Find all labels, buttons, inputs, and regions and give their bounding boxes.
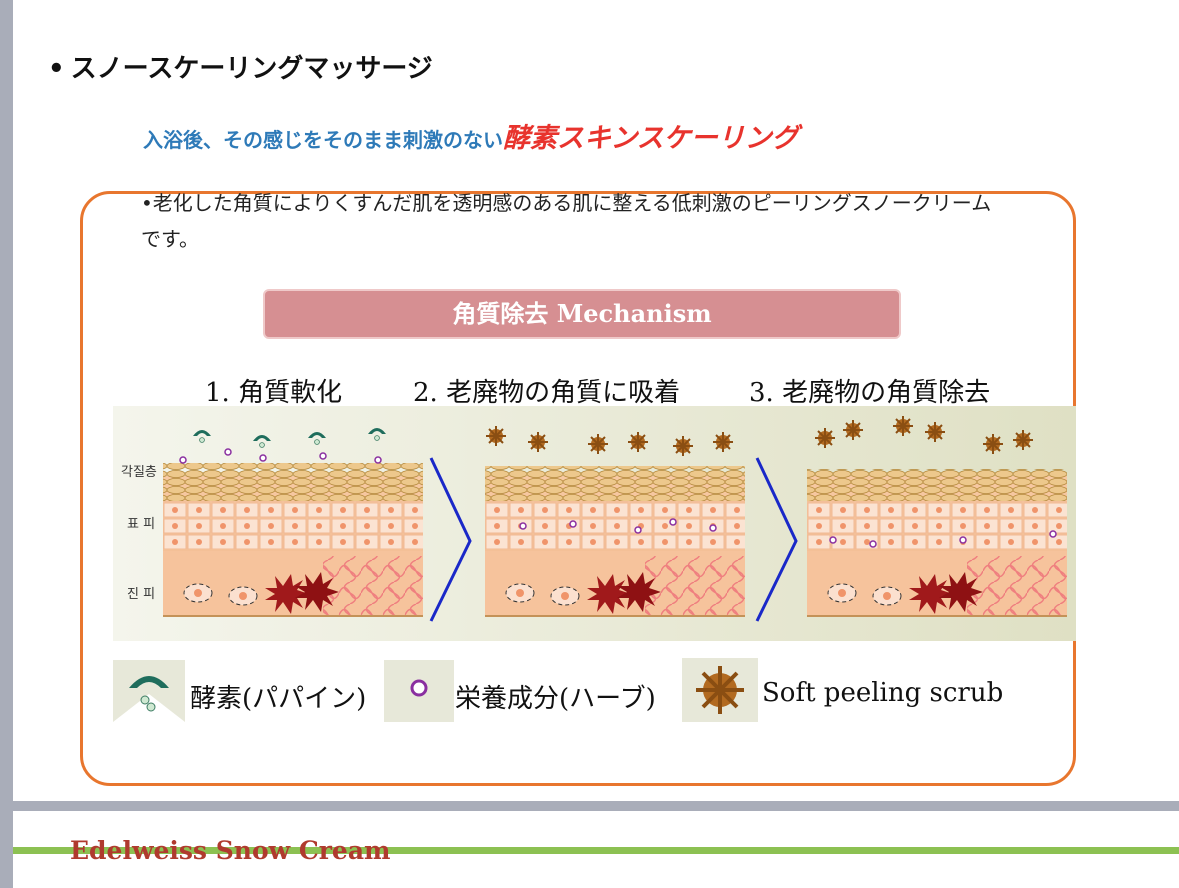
footer-brand: Edelweiss Snow Cream (70, 836, 390, 865)
page-title-text: スノースケーリングマッサージ (71, 54, 433, 84)
intro-blue-text: 入浴後、その感じをそのまま刺激のない (143, 128, 503, 152)
skin-mechanism-diagram: 각질층 표 피 진 피 (113, 406, 1076, 641)
bullet-dot: • (48, 54, 65, 84)
mechanism-title: 角質除去 Mechanism (263, 289, 901, 339)
nutrient-icon (384, 660, 454, 722)
legend-scrub-label: Soft peeling scrub (762, 678, 1003, 708)
footer-divider (13, 801, 1179, 811)
layer-label-corneum: 각질층 (121, 465, 157, 480)
legend-enzyme-label: 酵素(パパイン) (190, 678, 366, 715)
step-3-label: 3. 老廃物の角質除去 (749, 372, 990, 409)
intro-text: 入浴後、その感じをそのまま刺激のない酵素スキンスケーリング (143, 122, 863, 159)
layer-label-epidermis: 표 피 (127, 517, 155, 532)
step-2-label: 2. 老廃物の角質に吸着 (413, 372, 680, 409)
left-frame-bar (0, 0, 13, 888)
enzyme-icon (113, 660, 185, 722)
legend-nutrient-label: 栄養成分(ハーブ) (455, 678, 656, 715)
scrub-icon (682, 658, 758, 722)
layer-label-dermis: 진 피 (127, 587, 155, 602)
page-title: •スノースケーリングマッサージ (48, 48, 433, 85)
description-text: •老化した角質によりくすんだ肌を透明感のある肌に整える低刺激のピーリングスノーク… (141, 185, 1001, 257)
step-1-label: 1. 角質軟化 (205, 372, 342, 409)
intro-red-text: 酵素スキンスケーリング (503, 123, 799, 154)
